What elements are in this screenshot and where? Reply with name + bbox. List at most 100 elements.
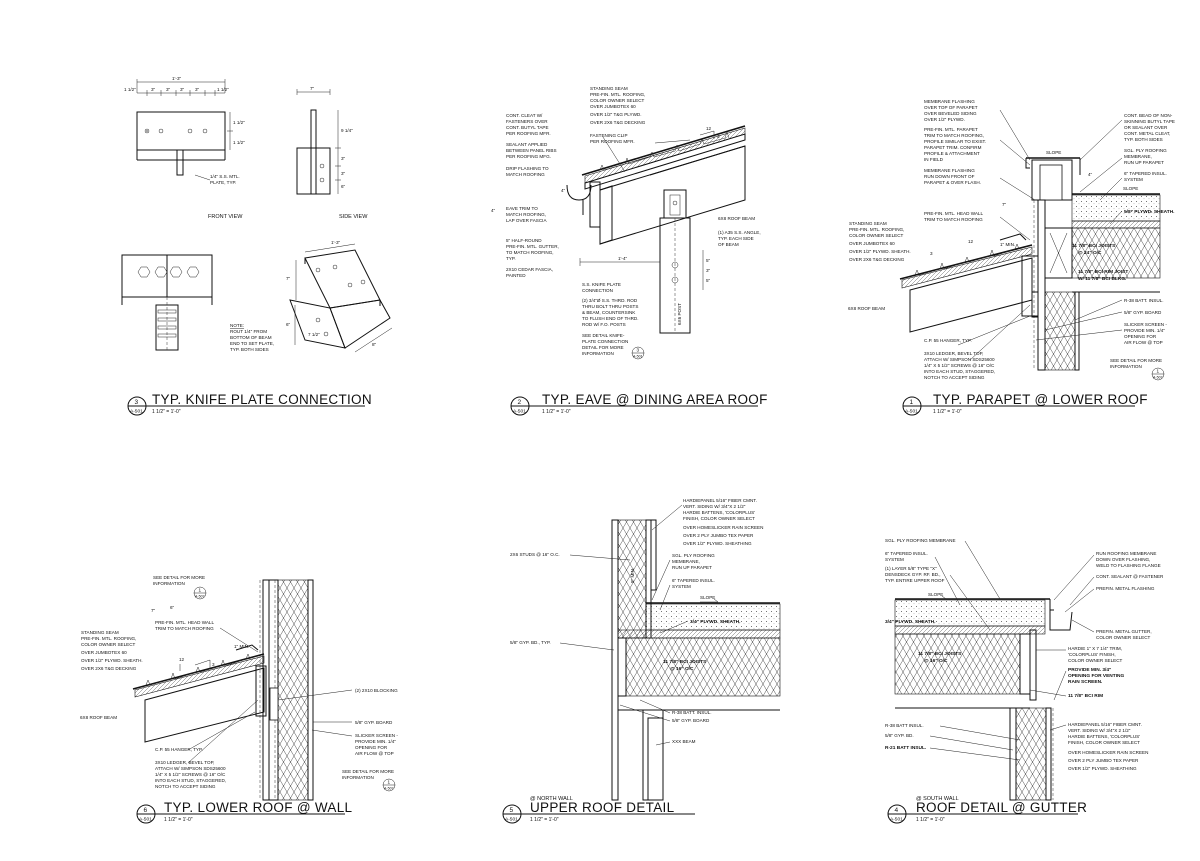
upperroof-note: OVER 2 PLY JUMBO TEX PAPER	[683, 533, 754, 538]
eave-note: OVER JUMBOTEX 60	[590, 104, 636, 109]
knife-dim: 3"	[195, 87, 200, 92]
eave-dim: 5"	[706, 258, 711, 263]
lowerwall-note: INFORMATION	[342, 775, 374, 780]
knife-dim: 3"	[151, 87, 156, 92]
lowerwall-note: C.P. 55 HANGER, TYP.	[155, 747, 203, 752]
upperroof-note: SLOPE	[700, 595, 715, 600]
knife-note: PLATE, TYP.	[210, 180, 236, 185]
detail-sheet: A-501	[505, 817, 518, 823]
upperroof-note: HARDIE BATTENS, 'COLORPLUS'	[683, 510, 755, 515]
upperroof-note: VERT. SIDING W/ 3/4"X 2 1/2"	[683, 504, 746, 509]
eave-note: STANDING SEAM	[590, 86, 628, 91]
lowerwall-dim: 7"	[151, 608, 156, 613]
knife-note: ROUT 1/4" FROM	[230, 329, 267, 334]
detail-number: 3	[135, 399, 139, 406]
eave-note: PRE-FIN. MTL. GUTTER,	[506, 244, 559, 249]
gutter-bold-note: OPENING FOR VENTING	[1068, 673, 1125, 679]
parapet-note: OVER TOP OF PARAPET	[924, 105, 978, 110]
ref-number: 1	[388, 780, 391, 785]
parapet-note: TYP. BOTH SIDES	[1124, 137, 1163, 142]
lowerwall-note: PRE-FIN. MTL. ROOFING,	[81, 636, 136, 641]
gutter-bold-note: PROVIDE MIN. 3/4"	[1068, 667, 1111, 673]
gutter-bold-note: 3/4" PLYWD. SHEATH.	[885, 619, 936, 625]
gutter-note: 'COLORPLUS' FINISH,	[1068, 652, 1116, 657]
parapet-note: C.P. 55 HANGER, TYP.	[924, 338, 972, 343]
eave-note: TO FLUSH END OF THRD.	[582, 316, 639, 321]
lowerwall-dim: 6"	[170, 605, 175, 610]
knife-dim: 9 1/4"	[341, 128, 353, 133]
parapet-note: MEMBRANE FLASHING	[924, 168, 975, 173]
eave-note: FASTENING CLIP	[590, 133, 628, 138]
gutter-drawing	[894, 598, 1073, 801]
parapet-note: PRE-FIN. MTL. ROOFING,	[849, 227, 904, 232]
parapet-slope-label: SLOPE	[1123, 186, 1138, 191]
detail-title: TYP. LOWER ROOF @ WALL	[164, 800, 353, 815]
parapet-note: 5/8" PLYWD. SHEATH.	[1124, 209, 1175, 215]
upperroof-joist-label: @ 16" O/C	[670, 666, 694, 672]
parapet-joist-label: @ 24" O/C	[1078, 250, 1102, 256]
eave-note: TO MATCH ROOFING,	[506, 250, 554, 255]
gutter-note: HARDIE BATTENS, 'COLORPLUS'	[1068, 734, 1140, 739]
side-view-label: SIDE VIEW	[339, 214, 368, 220]
eave-note: DRIP FLASHING TO	[506, 166, 549, 171]
detail-number: 1	[910, 399, 914, 406]
parapet-note: OVER 1/2" PLYWD. SHEATH.	[849, 249, 911, 254]
lowerwall-dim: 3	[212, 662, 215, 667]
parapet-dim: 3	[930, 251, 933, 256]
knife-dim: 1 1/2"	[124, 87, 136, 92]
lowerwall-dim: 1" MIN.	[234, 644, 249, 649]
upperroof-note: RUN UP PARAPET	[672, 565, 712, 570]
parapet-note: OVER 1/2" PLYWD.	[924, 117, 965, 122]
lowerwall-note: OVER 2X6 T&G DECKING	[81, 666, 137, 671]
gutter-note: CONT. SEALANT @ FASTENER	[1096, 574, 1164, 579]
knife-dim: 3"	[166, 87, 171, 92]
ref-number: 1	[199, 588, 202, 593]
lowerwall-note: 1/4" X 5 1/2" SCREWS @ 16" O/C	[155, 772, 226, 777]
parapet-joist-label: 11 7/8" BCI JOISTS	[1072, 243, 1116, 249]
knife-dim: 6"	[286, 322, 291, 327]
detail-number: 4	[895, 807, 899, 814]
eave-note: OVER 1/2" T&G PLYWD.	[590, 112, 642, 117]
parapet-note: MEMBRANE,	[1124, 154, 1152, 159]
eave-note: TYP. EACH SIDE	[718, 236, 754, 241]
parapet-note: SLICKER SCREEN -	[1124, 322, 1167, 327]
eave-note: LAP OVER FASCIA	[506, 218, 547, 223]
eave-post-label: 6X6 POST	[677, 303, 682, 325]
parapet-dim: 7"	[1002, 202, 1007, 207]
parapet-reference-tag: 1 A-507	[1151, 367, 1165, 381]
eave-dim: 12	[706, 126, 712, 131]
gutter-note: DOWN OVER FLASHING,	[1096, 557, 1150, 562]
lowerwall-note: SEE DETAIL FOR MORE	[153, 575, 205, 580]
gutter-note: VERT. SIDING W/ 3/4"X 2 1/2"	[1068, 728, 1131, 733]
parapet-note: OVER BEVELED SIDING	[924, 111, 977, 116]
upperroof-note: SYSTEM	[672, 584, 691, 589]
title-block-parapet: 1 A-501 TYP. PARAPET @ LOWER ROOF 1 1/2"…	[902, 392, 1147, 416]
eave-note: PER ROOFING MFG.	[506, 154, 551, 159]
upperroof-note: MEMBRANE,	[672, 559, 700, 564]
title-block-upperroof: 5 A-501 @ NORTH WALL UPPER ROOF DETAIL 1…	[502, 796, 695, 824]
parapet-note: AIR FLOW @ TOP	[1124, 340, 1163, 345]
gutter-note: WELD TO FLASHING FLANGE	[1096, 563, 1161, 568]
upperroof-note: 2X6 STUDS @ 16" O.C.	[510, 552, 560, 557]
parapet-note: PRE-FIN. MTL. HEAD WALL	[924, 211, 983, 216]
gutter-note: RUN ROOFING MEMBRANE	[1096, 551, 1157, 556]
knife-dim: 3"	[180, 87, 185, 92]
detail-sheet: A-501	[139, 817, 152, 823]
detail-subtitle: @ SOUTH WALL	[916, 796, 959, 802]
detail-scale: 1 1/2" = 1'-0"	[164, 817, 193, 823]
eave-note: CONT. BUTYL TAPE	[506, 125, 549, 130]
detail-sheet: A-501	[890, 817, 903, 823]
parapet-note: MEMBRANE FLASHING	[924, 99, 975, 104]
eave-note: PAINTED	[506, 273, 526, 278]
eave-note: (1) A35 S.S. ANGLE,	[718, 230, 761, 235]
eave-drawing	[566, 125, 746, 334]
eave-note: BETWEEN PANEL RIBS	[506, 148, 557, 153]
lowerwall-note: SLICKER SCREEN -	[355, 733, 398, 738]
gutter-note: SYSTEM	[885, 557, 904, 562]
detail-sheet: A-501	[905, 409, 918, 415]
gutter-note: PREFIN. METAL GUTTER,	[1096, 629, 1152, 634]
detail-scale: 1 1/2" = 1'-0"	[542, 409, 571, 415]
detail-sheet: A-501	[130, 409, 143, 415]
knife-note: 1/4" S.S. MTL.	[210, 174, 240, 179]
